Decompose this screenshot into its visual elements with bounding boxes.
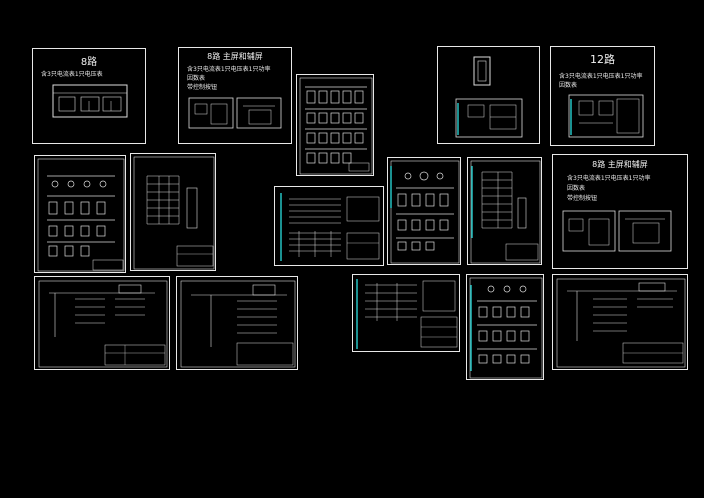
sheet-graphic [188, 97, 282, 129]
drawing-sheet-single-line-1[interactable] [34, 276, 170, 370]
drawing-sheet-8-circuit-main-aux-2[interactable]: 8路 主屏和辅屏 含3只电流表1只电压表1只功率 因数表 带控制按钮 [552, 154, 688, 269]
sheet-title: 12路 [590, 53, 615, 66]
sheet-title: 8路 [80, 57, 98, 68]
sheet-graphic [562, 210, 672, 252]
sheet-graphic [469, 277, 543, 379]
drawing-sheet-wiring-diagram-2[interactable] [274, 186, 384, 266]
sheet-graphic [470, 160, 541, 264]
drawing-sheet-cabinet-view[interactable] [437, 46, 540, 144]
sheet-graphic [356, 279, 458, 349]
drawing-sheet-8-circuit[interactable]: 8路 含3只电流表1只电压表 [32, 48, 146, 144]
sheet-title: 8路 主屏和辅屏 [207, 52, 263, 61]
sheet-graphic [299, 77, 373, 175]
drawing-sheet-wiring-table-2[interactable] [467, 157, 542, 265]
drawing-sheet-wiring-diagram-3[interactable] [352, 274, 460, 352]
sheet-graphic [568, 94, 644, 138]
drawing-sheet-schematic-tall-1[interactable] [34, 155, 126, 273]
sheet-note-line1: 含3只电流表1只电压表1只功率 [567, 175, 651, 182]
drawing-sheet-wiring-table-1[interactable] [130, 153, 216, 271]
sheet-note-line2: 因数表 [567, 185, 586, 192]
sheet-graphic [37, 158, 125, 272]
sheet-graphic [280, 193, 380, 261]
sheet-note-line1: 含3只电流表1只电压表1只功率 [559, 73, 643, 80]
sheet-note-line3: 带控制按钮 [187, 84, 218, 91]
sheet-graphic [455, 56, 523, 138]
sheet-graphic [133, 156, 215, 270]
sheet-graphic [390, 160, 460, 264]
sheet-graphic [38, 280, 168, 368]
drawing-sheet-8-circuit-main-aux[interactable]: 8路 主屏和辅屏 含3只电流表1只电压表1只功率 因数表 带控制按钮 [178, 47, 292, 144]
drawing-sheet-single-line-3[interactable] [552, 274, 688, 370]
sheet-graphic [180, 280, 296, 368]
sheet-note-line3: 带控制按钮 [567, 195, 598, 202]
sheet-graphic [556, 278, 686, 368]
drawing-sheet-single-line-2[interactable] [176, 276, 298, 370]
drawing-sheet-schematic-grid-1[interactable] [296, 74, 374, 176]
sheet-note-line2: 因数表 [559, 82, 578, 89]
sheet-graphic [52, 84, 128, 118]
drawing-sheet-schematic-tall-3[interactable] [466, 274, 544, 380]
sheet-title: 8路 主屏和辅屏 [592, 160, 648, 169]
sheet-note-line2: 因数表 [187, 75, 206, 82]
drawing-sheet-schematic-tall-2[interactable] [387, 157, 461, 265]
drawing-sheet-12-circuit[interactable]: 12路 含3只电流表1只电压表1只功率 因数表 [550, 46, 655, 146]
sheet-note: 含3只电流表1只电压表 [41, 71, 103, 78]
sheet-note-line1: 含3只电流表1只电压表1只功率 [187, 66, 271, 73]
